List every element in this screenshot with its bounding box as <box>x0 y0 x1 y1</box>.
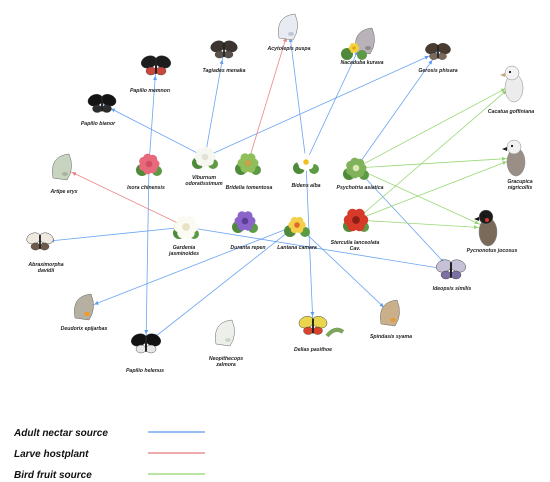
edge-arrow-psychotria-gracupica <box>502 157 506 161</box>
jezebel-butterfly-icon <box>297 314 343 336</box>
edge-nectar-viburnum-bianor <box>102 104 205 157</box>
butterfly-label-spindasis: Spindasis syama <box>370 334 412 340</box>
orange-hairstreak-butterfly-icon <box>74 294 93 320</box>
edge-bird-sterculia-cacatua <box>356 84 514 220</box>
butterfly-label-memnon: Papilio memnon <box>130 88 170 94</box>
bird-label-pycnonotus: Pycnonotus jocosus <box>467 248 518 254</box>
plant-label-bridelia: Bridelia tomentosa <box>226 185 273 191</box>
butterfly-label-tagiades: Tagiades menaka <box>202 68 245 74</box>
white-flower-cluster-icon <box>192 147 218 170</box>
edge-nectar-gardenia-abraximorpha <box>40 227 186 242</box>
glassy-tiger-butterfly-icon <box>434 258 467 279</box>
edge-bird-psychotria-cacatua <box>356 84 514 168</box>
butterfly-label-bianor: Papilio bianor <box>81 121 116 127</box>
blue-butterfly-on-flower-icon <box>341 28 375 60</box>
edge-bird-sterculia-pycnonotus <box>356 220 488 228</box>
lantana-flower-icon <box>284 217 310 237</box>
green-hairstreak-butterfly-icon <box>52 154 71 180</box>
edge-nectar-gardenia-ideopsis <box>186 227 451 270</box>
pale-blue-butterfly-icon <box>278 14 297 40</box>
plant-label-lantana: Lantana camara <box>277 245 317 251</box>
edge-nectar-viburnum-tagiades <box>205 50 224 157</box>
pink-ixora-flower-icon <box>136 154 162 176</box>
dark-skipper-butterfly-icon <box>209 39 239 58</box>
plant-label-bidens: Bidens alba <box>291 183 320 189</box>
edge-arrow-ixora-memnon <box>153 76 157 80</box>
edge-nectar-ixora-helenus <box>146 164 149 344</box>
purple-flower-icon <box>232 211 258 233</box>
legend-label-0: Adult nectar source <box>13 428 108 439</box>
bulbul-bird-icon <box>474 210 497 246</box>
edge-arrow-viburnum-tagiades <box>220 60 224 64</box>
edge-nectar-lantana-spindasis <box>297 225 391 314</box>
butterfly-label-nacaduba: Nacaduba kurava <box>341 60 384 66</box>
green-leafy-plant-icon <box>235 153 261 175</box>
butterfly-label-helenus: Papilio helenus <box>126 368 164 374</box>
connection-lines <box>40 28 516 344</box>
swallowtail-butterfly-icon <box>139 54 172 75</box>
plant-label-psychotria: Psychotria asiatica <box>336 185 383 191</box>
legend-label-2: Bird fruit source <box>14 470 92 481</box>
edge-arrow-psychotria-gerosis <box>428 60 432 64</box>
edge-bird-psychotria-pycnonotus <box>356 168 488 228</box>
edge-arrow-sterculia-pycnonotus <box>474 225 478 229</box>
legend-label-1: Larve hostplant <box>14 449 89 460</box>
butterfly-label-deudorix: Deudorix epijarbas <box>61 326 108 332</box>
white-lycaenid-butterfly-icon <box>215 320 234 346</box>
edge-host-gardenia-arhopala <box>63 168 186 227</box>
butterfly-label-acytolepis: Acytolepis puspa <box>267 46 311 52</box>
edge-arrow-ixora-helenus <box>144 330 148 334</box>
plant-label-duranta: Duranta repen <box>230 245 265 251</box>
cockatoo-bird-icon <box>500 66 523 102</box>
bird-label-cacatua: Cacatua goffiniana <box>488 109 534 115</box>
butterfly-label-ideopsis: Ideopsis similis <box>433 286 472 292</box>
starling-bird-icon <box>502 140 525 176</box>
green-shrub-icon <box>343 158 369 180</box>
butterfly-label-arhopala: Artipe eryx <box>49 189 78 195</box>
edge-nectar-ixora-memnon <box>149 66 156 164</box>
plant-label-ixora: Ixora chinensis <box>127 185 165 191</box>
silverline-butterfly-icon <box>380 300 399 326</box>
edge-nectar-psychotria-ideopsis <box>356 168 451 270</box>
white-skipper-butterfly-icon <box>25 231 55 250</box>
butterfly-label-gerosis: Gerosis phisara <box>418 68 457 74</box>
edge-bird-psychotria-gracupica <box>356 158 516 168</box>
butterfly-label-delias: Delias pasithoe <box>294 347 332 353</box>
white-gardenia-icon <box>173 216 199 239</box>
edge-arrow-bidens-delias <box>310 312 314 316</box>
